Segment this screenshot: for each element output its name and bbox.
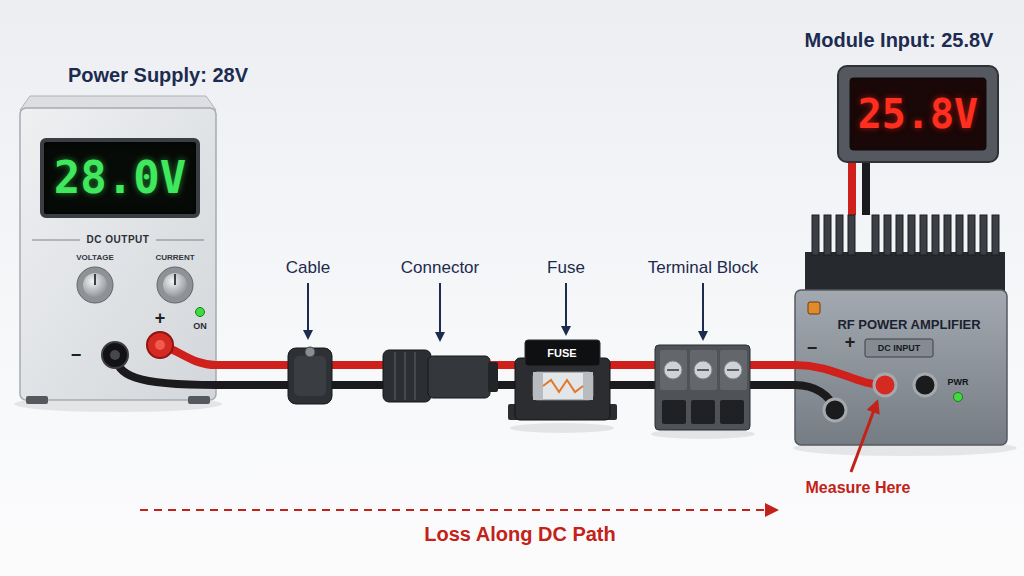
cable-clamp <box>288 347 332 404</box>
callout-label: Cable <box>286 258 330 277</box>
display-reading-holder: 25.8V <box>858 91 978 137</box>
terminal-block <box>655 345 750 430</box>
callout-label-holder: Cable <box>286 258 330 278</box>
unit-title: RF POWER AMPLIFIER <box>837 317 980 332</box>
voltage-display: 28.0V <box>40 138 200 218</box>
display-reading: 28.0V <box>54 152 186 203</box>
indicator-label: ON <box>193 321 207 331</box>
callout-label: Connector <box>401 258 479 277</box>
loss-note-holder: Loss Along DC Path <box>424 523 615 546</box>
unit-heading-holder: Power Supply: 28V <box>68 64 248 87</box>
fuse-box: FUSE <box>515 340 610 425</box>
power-supply-art <box>20 96 216 404</box>
indicator-label-holder: ON <box>193 321 207 331</box>
unit-heading: Module Input: 25.8V <box>805 29 994 51</box>
fuse-holder <box>508 340 617 420</box>
polarity-mark-holder: − <box>71 345 82 366</box>
polarity-mark: − <box>71 345 82 365</box>
polarity-mark-holder: + <box>155 308 166 329</box>
unit-title-holder: RF POWER AMPLIFIER <box>837 318 980 333</box>
display-reading-holder: 28.0V <box>54 153 186 204</box>
polarity-mark: + <box>845 332 856 352</box>
polarity-mark-holder: + <box>845 332 856 353</box>
inline-connector <box>383 350 498 402</box>
indicator-label: PWR <box>948 377 969 387</box>
knob-label: CURRENT <box>155 253 194 262</box>
loss-note: Loss Along DC Path <box>424 523 615 545</box>
wire <box>848 162 856 215</box>
knob-label: VOLTAGE <box>76 253 113 262</box>
loss-arrow <box>140 509 776 511</box>
power-cable <box>852 162 866 215</box>
indicator-label-holder: PWR <box>948 377 969 387</box>
callout-label-holder: Connector <box>401 258 479 278</box>
measure-note-holder: Measure Here <box>806 479 911 497</box>
callout-label: Terminal Block <box>648 258 759 277</box>
unit-heading: Power Supply: 28V <box>68 64 248 86</box>
rf-amplifier: RF POWER AMPLIFIER DC INPUT <box>795 215 1007 445</box>
unit-heading-holder: Module Input: 25.8V <box>805 29 994 52</box>
polarity-mark: + <box>155 308 166 328</box>
fuse-marking-holder: FUSE <box>547 347 576 360</box>
display-reading: 25.8V <box>858 91 978 137</box>
callout-label: Fuse <box>547 258 585 277</box>
panel-caption: DC OUTPUT <box>87 234 150 245</box>
rf-amplifier-art <box>795 215 1007 445</box>
voltmeter: Module Input: 25.8V25.8V <box>838 66 998 162</box>
fuse-marking: FUSE <box>547 347 576 359</box>
panel-voltmeter <box>838 66 998 162</box>
callout-label-holder: Terminal Block <box>648 258 759 278</box>
knob-label-holder: CURRENT <box>155 253 194 262</box>
polarity-mark-holder: − <box>807 338 818 359</box>
knob-label-holder: VOLTAGE <box>76 253 113 262</box>
polarity-mark: − <box>807 338 818 358</box>
callout-label-holder: Fuse <box>547 258 585 278</box>
callout-arrows <box>308 283 703 340</box>
wire <box>862 162 870 215</box>
panel-caption: DC INPUT <box>878 343 921 353</box>
panel-caption-holder: DC OUTPUT <box>87 234 150 246</box>
panel-caption-holder: DC INPUT <box>878 343 921 353</box>
measure-note: Measure Here <box>806 479 911 496</box>
measure-arrow <box>851 402 877 472</box>
